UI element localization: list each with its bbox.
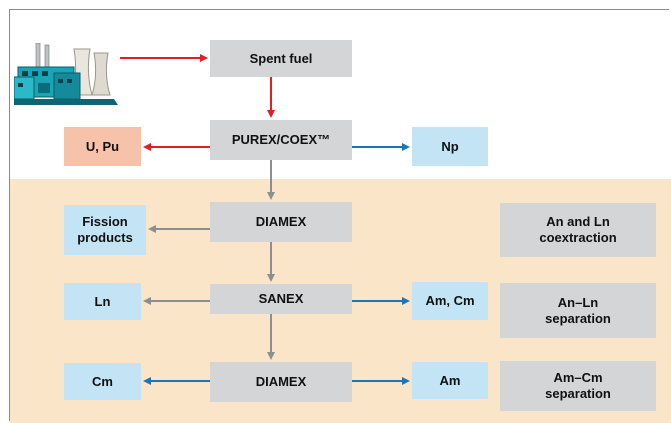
purex-coex-box: PUREX/COEX™ xyxy=(210,120,352,160)
sanex-box: SANEX xyxy=(210,284,352,314)
ln-box: Ln xyxy=(64,283,141,320)
np-box: Np xyxy=(412,127,488,166)
nuclear-power-plant-icon xyxy=(14,43,118,105)
spent-fuel-box: Spent fuel xyxy=(210,40,352,77)
am-cm-box: Am, Cm xyxy=(412,282,488,320)
diamex-box-2: DIAMEX xyxy=(210,362,352,402)
fission-products-box: Fission products xyxy=(64,205,146,255)
figure-frame xyxy=(9,9,669,421)
stage-label-am-cm-separation: Am–Cm separation xyxy=(500,361,656,411)
cm-box: Cm xyxy=(64,363,141,400)
diamex-box: DIAMEX xyxy=(210,202,352,242)
am-box: Am xyxy=(412,362,488,399)
stage-label-an-ln-separation: An–Ln separation xyxy=(500,283,656,338)
stage-label-coextraction: An and Ln coextraction xyxy=(500,203,656,257)
u-pu-box: U, Pu xyxy=(64,127,141,166)
